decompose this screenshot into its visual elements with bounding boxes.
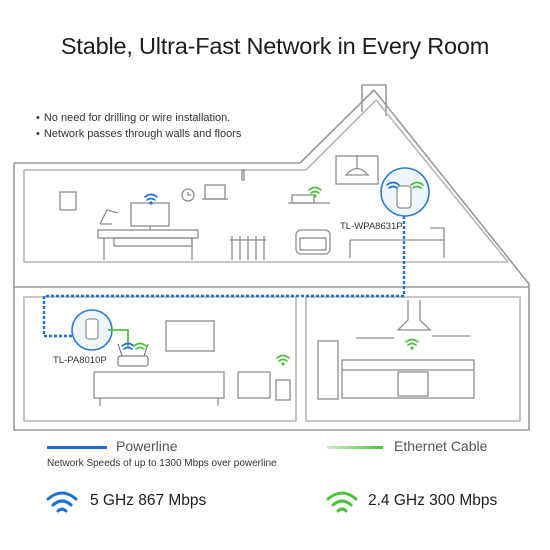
kitchen-counter (341, 359, 475, 399)
desk (97, 229, 199, 239)
powerline-legend-line (47, 446, 107, 449)
wifi-5ghz-icon (121, 342, 135, 350)
tl-wpa8631p-adapter (396, 185, 412, 209)
wifi-5ghz-icon (46, 491, 78, 513)
feature-item: Network passes through walls and floors (36, 126, 241, 142)
fridge (317, 340, 339, 400)
armchair (295, 229, 331, 255)
side-chair (237, 371, 271, 399)
ethernet-legend-label: Ethernet Cable (394, 438, 488, 454)
wifi-24ghz-icon (133, 342, 147, 350)
speed-note: Network Speeds of up to 1300 Mbps over p… (47, 458, 277, 469)
wifi-24ghz-icon (276, 354, 290, 366)
ceiling-lamp (344, 155, 370, 176)
band-24ghz-label: 2.4 GHz 300 Mbps (368, 492, 498, 509)
radiator (230, 236, 266, 260)
upstairs-device-label: TL-WPA8631P (340, 221, 403, 232)
tv (165, 320, 215, 352)
bed (349, 227, 445, 258)
router (117, 355, 149, 367)
chimney (361, 84, 387, 116)
range-hood (396, 300, 432, 331)
house-outline (13, 89, 530, 431)
band-5ghz-label: 5 GHz 867 Mbps (90, 492, 207, 509)
page-title: Stable, Ultra-Fast Network in Every Room (60, 33, 490, 59)
tl-pa8010p-adapter (85, 318, 99, 340)
wifi-24ghz-icon (405, 338, 419, 350)
picture-frame (59, 191, 77, 211)
powerline-legend-label: Powerline (116, 438, 178, 454)
bookshelf (204, 184, 226, 200)
wall-clock (181, 188, 195, 202)
kitchen-shelf (356, 335, 470, 339)
wifi-5ghz-icon (386, 181, 400, 189)
sofa (93, 371, 225, 406)
wifi-5ghz-icon (144, 193, 158, 205)
feature-item: No need for drilling or wire installatio… (36, 110, 241, 126)
shelf (291, 194, 315, 204)
desk-lamp (99, 209, 119, 225)
computer-monitor (130, 202, 170, 227)
ethernet-legend-line (327, 446, 383, 449)
side-table (275, 379, 291, 401)
ethernet-route (108, 329, 129, 348)
wall-frame (335, 155, 379, 185)
downstairs-device-label: TL-PA8010P (53, 355, 107, 366)
wifi-24ghz-icon (308, 186, 322, 198)
powerline-route (42, 216, 406, 338)
feature-list: No need for drilling or wire installatio… (36, 110, 241, 142)
oven (397, 371, 429, 397)
wifi-24ghz-icon (410, 181, 424, 189)
wifi-24ghz-icon (326, 491, 358, 513)
